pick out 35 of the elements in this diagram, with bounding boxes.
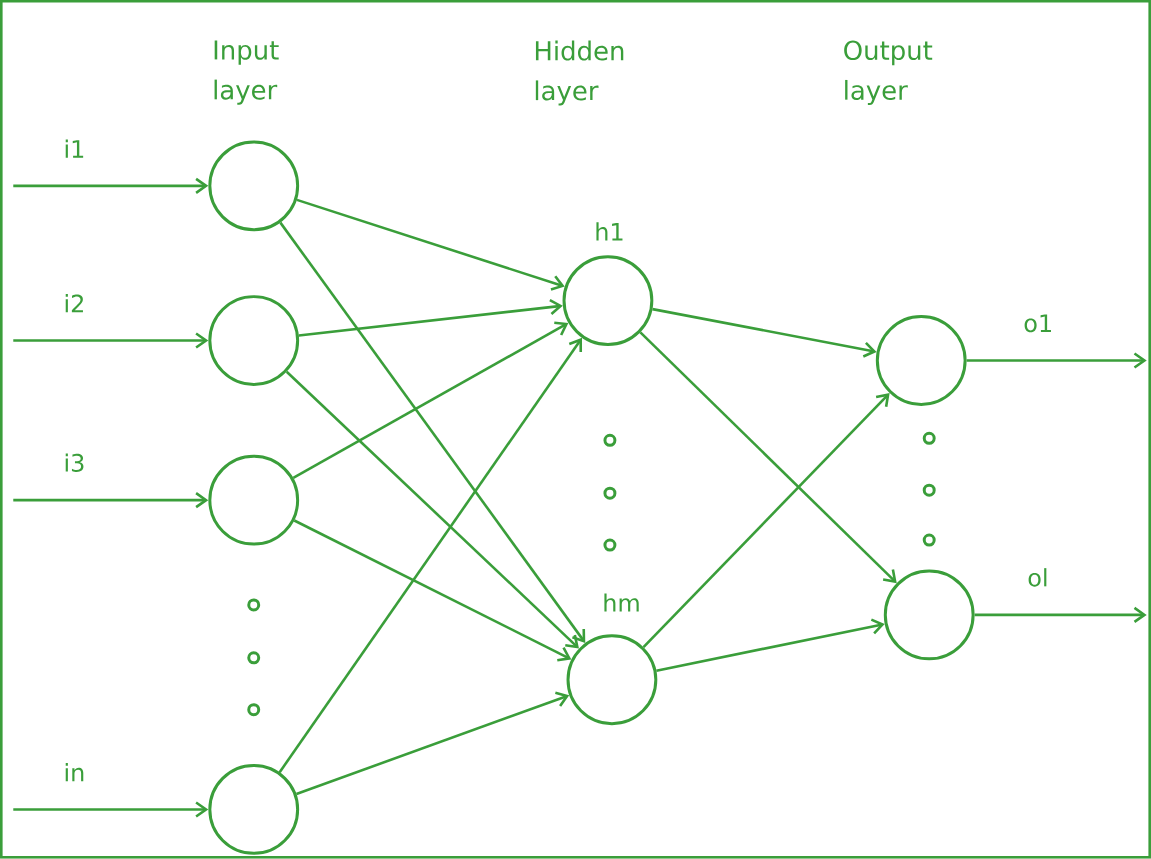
neuron-circle [208, 140, 300, 232]
edge-label: in [62, 762, 87, 783]
arrow [13, 332, 209, 349]
arrow [293, 519, 572, 662]
arrow [13, 801, 209, 818]
arrow [298, 299, 563, 337]
arrow [652, 308, 877, 358]
arrow [285, 370, 579, 649]
arrow [13, 492, 209, 509]
edge-label: i1 [62, 138, 87, 159]
edge-label: ol [1026, 567, 1050, 588]
neuron-circle [883, 569, 975, 661]
node-label: h1 [596, 222, 623, 241]
neuron-circle [208, 764, 300, 856]
arrow [966, 352, 1147, 369]
edge-label: i2 [62, 293, 87, 314]
arrow [296, 198, 565, 291]
arrow [13, 178, 209, 195]
arrow [279, 222, 586, 644]
edge-label: i3 [62, 452, 87, 474]
arrow [642, 393, 890, 649]
arrow [639, 331, 897, 584]
layer-heading: Hidden layer [535, 40, 624, 106]
arrow [974, 607, 1147, 624]
arrow [295, 691, 570, 796]
arrow [292, 321, 569, 480]
neuron-circle [875, 315, 967, 407]
arrow [278, 338, 583, 774]
edge-label: o1 [1022, 313, 1055, 334]
neuron-circle [208, 454, 300, 546]
layer-heading: Output layer [844, 40, 933, 106]
layer-heading: Input layer [214, 40, 279, 105]
arrow [656, 618, 885, 673]
node-label: hm [604, 593, 639, 612]
neuron-circle [208, 295, 300, 387]
